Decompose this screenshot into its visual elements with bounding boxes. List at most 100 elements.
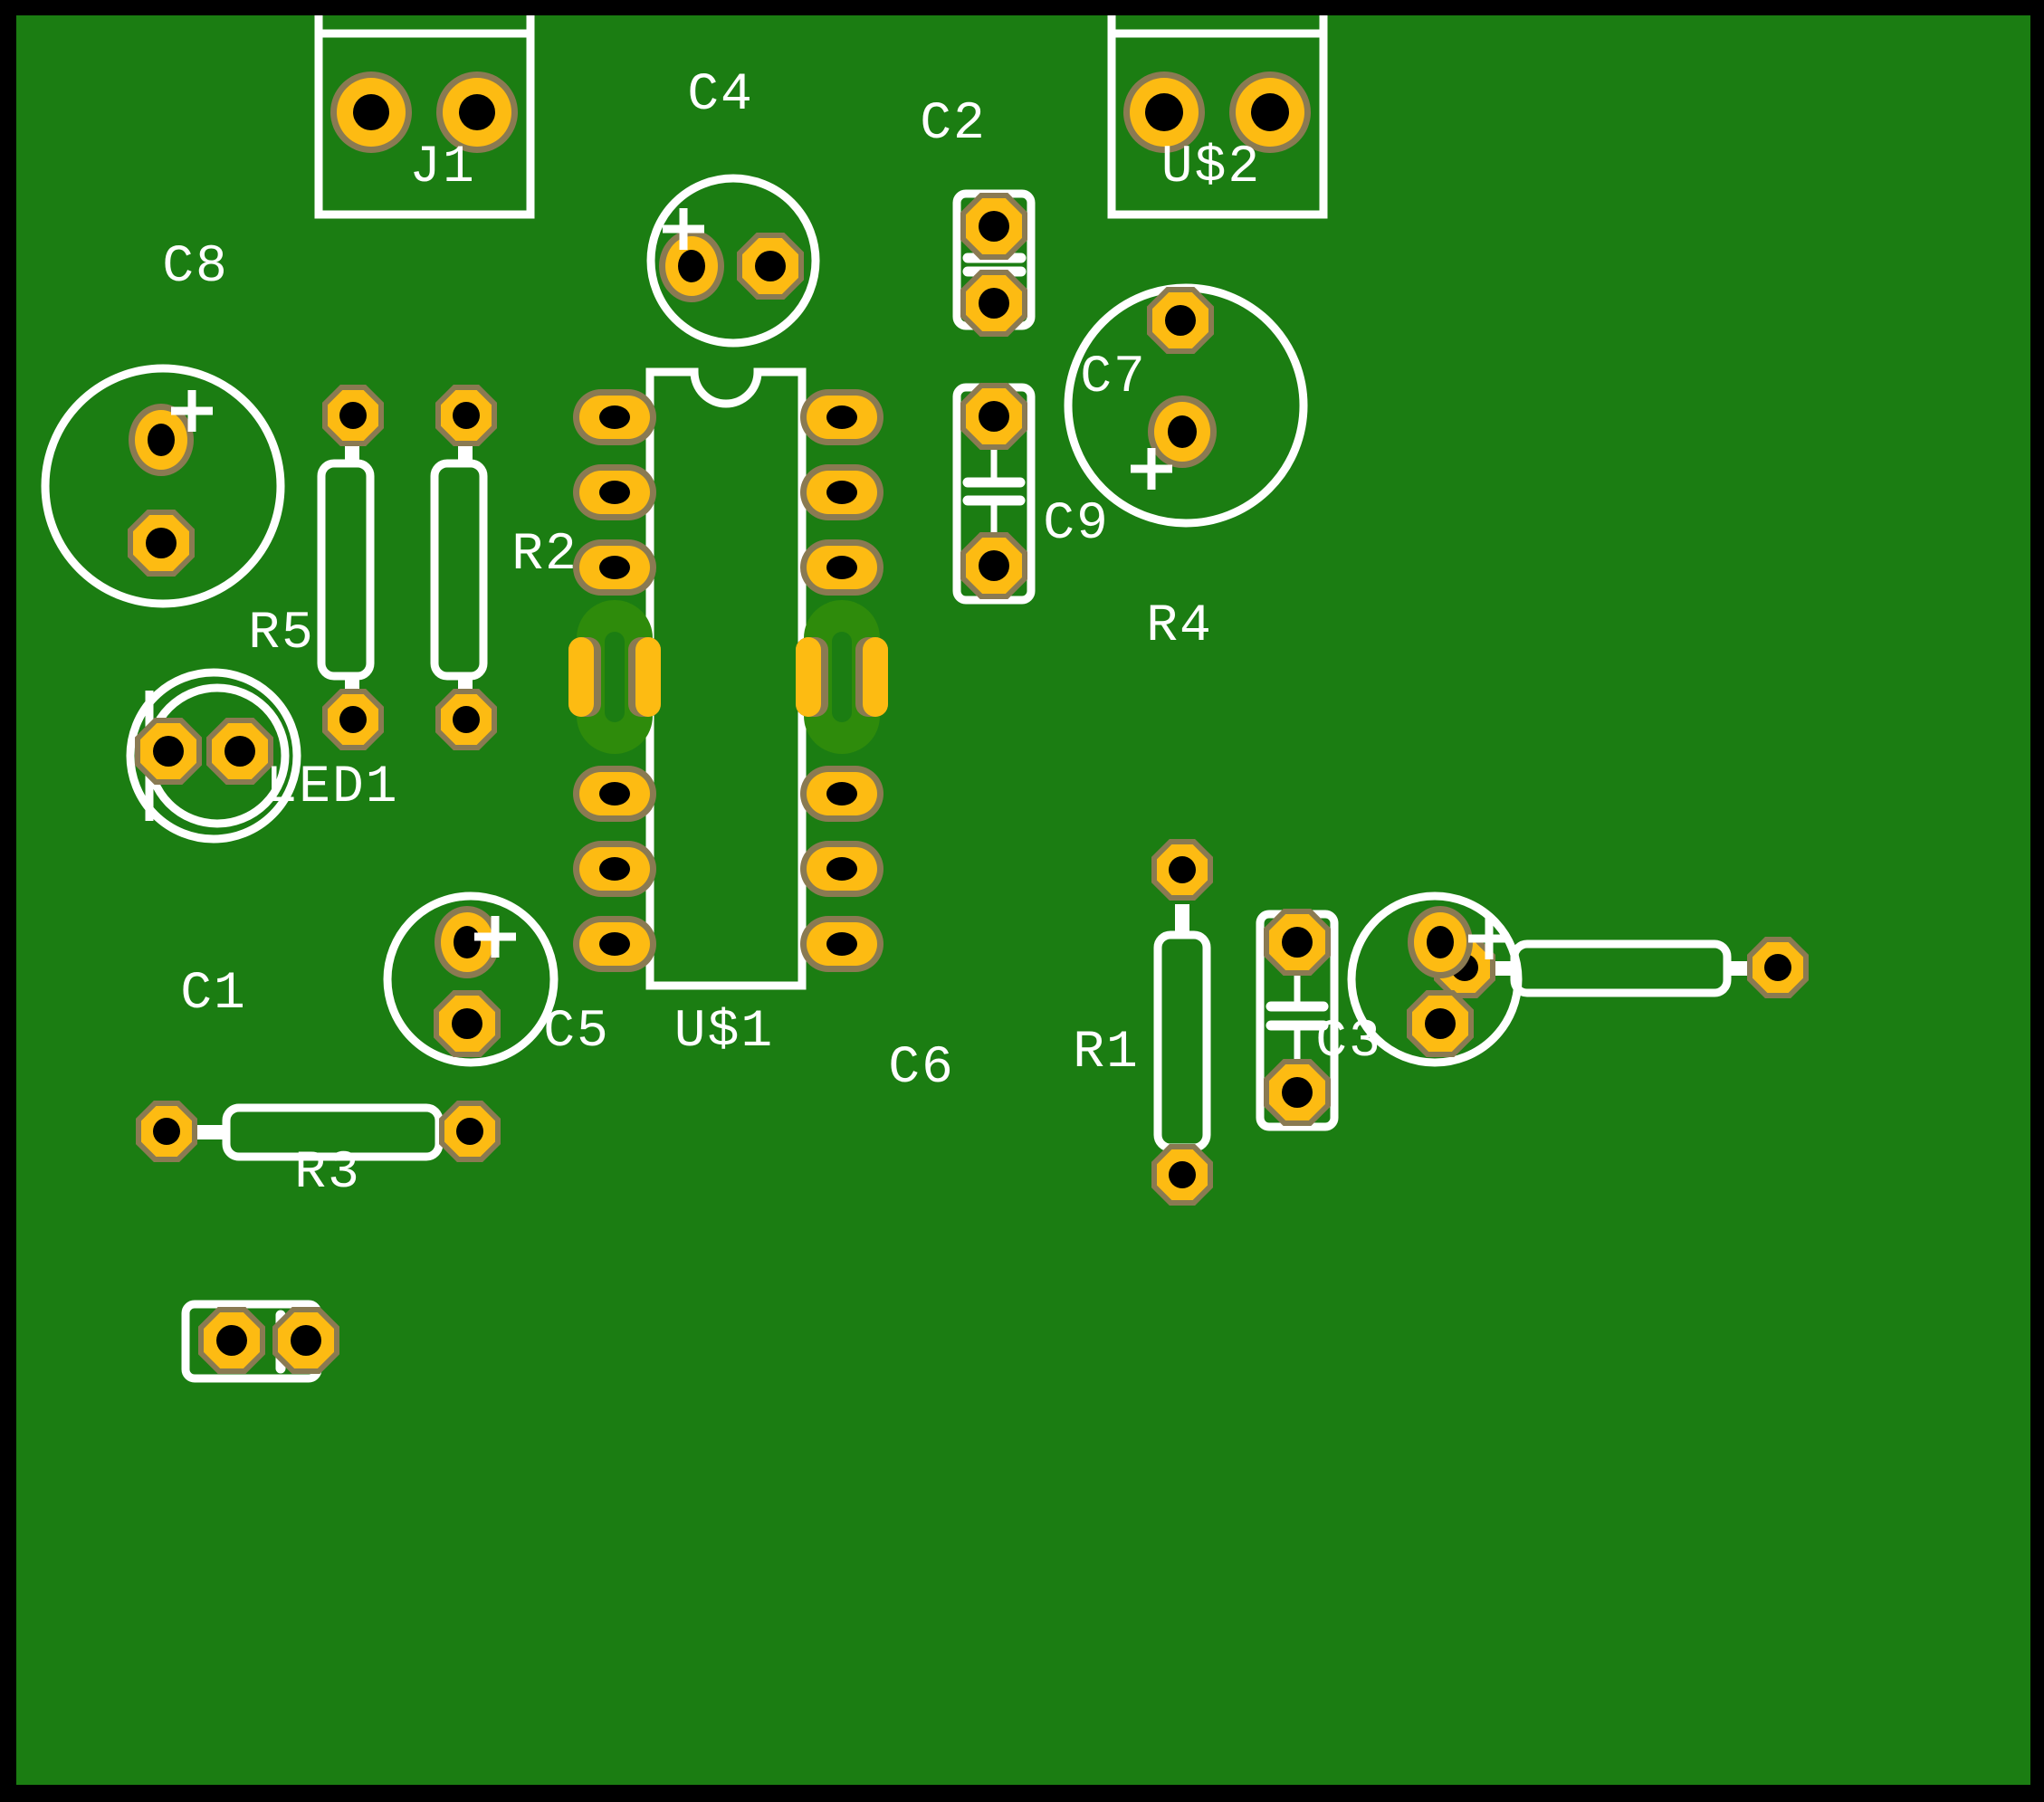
component-r4[interactable]: R4 bbox=[1146, 597, 1809, 998]
u1-pin-pad-drill bbox=[826, 932, 857, 956]
c9-pad-drill bbox=[979, 401, 1009, 432]
ref-label-u1: U$1 bbox=[674, 1003, 774, 1062]
u1-pin-pad-drill bbox=[826, 556, 857, 579]
component-c3[interactable]: C3 bbox=[1256, 909, 1382, 1131]
silk-body-r5 bbox=[317, 459, 375, 681]
j1-pad-drill bbox=[353, 94, 389, 130]
component-c2[interactable]: C2 bbox=[920, 95, 1036, 337]
silk-body-r4 bbox=[1510, 939, 1732, 997]
component-c5[interactable]: C5 bbox=[383, 891, 610, 1067]
component-r2[interactable]: R2 bbox=[430, 385, 578, 750]
u1-pin-pad-drill bbox=[599, 556, 630, 579]
component-j1[interactable]: J1 bbox=[314, 0, 535, 219]
silk-body-circle-led1 bbox=[126, 668, 301, 844]
u1-slot-pad-right[interactable] bbox=[863, 637, 888, 717]
component-r5[interactable]: R5 bbox=[248, 385, 384, 750]
u1-pin-pad-drill bbox=[826, 405, 857, 429]
component-u2[interactable]: U$2 bbox=[1107, 0, 1328, 219]
polarity-plus-marker-c5 bbox=[474, 916, 516, 958]
c9-pad-drill bbox=[979, 550, 1009, 581]
led1-pad-drill bbox=[224, 736, 255, 767]
r3-pad-drill bbox=[153, 1118, 180, 1145]
c8-pad-drill bbox=[148, 424, 175, 456]
component-c8[interactable]: C8 bbox=[41, 238, 285, 608]
component-c7[interactable]: C7 bbox=[1064, 283, 1308, 528]
j1-pad-drill bbox=[459, 94, 495, 130]
c4-pad-drill bbox=[678, 250, 705, 282]
u1-pin-pad-drill bbox=[599, 932, 630, 956]
u1-pin-pad-drill bbox=[599, 857, 630, 881]
u1-pin-pad-drill bbox=[826, 782, 857, 806]
component-led1[interactable]: LED1 bbox=[126, 668, 399, 844]
component-c6[interactable]: C6 bbox=[888, 891, 1523, 1098]
c1-pad-drill bbox=[216, 1325, 247, 1356]
r2-pad-drill bbox=[453, 706, 480, 733]
ref-label-j1: J1 bbox=[409, 138, 476, 197]
r4-pad-drill bbox=[1764, 954, 1791, 981]
silk-body-circle-c8 bbox=[41, 364, 285, 608]
u2-pad-drill bbox=[1145, 93, 1183, 131]
c6-pad-drill bbox=[1427, 926, 1454, 958]
silk-body-circle-c5 bbox=[383, 891, 559, 1067]
c7-pad-drill bbox=[1168, 415, 1197, 448]
u1-pin-pad-drill bbox=[826, 857, 857, 881]
ref-label-r1: R1 bbox=[1073, 1024, 1140, 1082]
component-c9[interactable]: C9 bbox=[952, 383, 1110, 605]
component-c4[interactable]: C4 bbox=[646, 66, 820, 348]
ref-label-c2: C2 bbox=[920, 95, 987, 154]
r2-pad-drill bbox=[453, 402, 480, 429]
c5-pad-drill bbox=[452, 1008, 482, 1039]
silk-outline-u2 bbox=[1107, 15, 1328, 219]
component-u1[interactable]: U$1 bbox=[568, 367, 888, 1062]
silk-body-r1 bbox=[1153, 930, 1211, 1152]
u2-pad-drill bbox=[1251, 93, 1289, 131]
c2-pad-drill bbox=[979, 288, 1009, 319]
ref-label-u2: U$2 bbox=[1161, 138, 1261, 197]
ref-label-c6: C6 bbox=[888, 1039, 955, 1098]
r5-pad-drill bbox=[339, 706, 367, 733]
ref-label-r5: R5 bbox=[248, 605, 315, 663]
polarity-plus-marker-c8 bbox=[171, 390, 213, 432]
r1-pad-drill bbox=[1169, 1161, 1196, 1188]
silk-body-circle-c6 bbox=[1347, 891, 1523, 1067]
component-c1[interactable]: C1 bbox=[180, 965, 339, 1383]
u1-pin-pad-drill bbox=[599, 782, 630, 806]
ref-label-r3: R3 bbox=[294, 1144, 361, 1203]
u1-pin-pad-drill bbox=[826, 481, 857, 504]
c2-pad-drill bbox=[979, 211, 1009, 242]
polarity-plus-marker-c7 bbox=[1131, 448, 1172, 490]
ref-label-led1: LED1 bbox=[265, 758, 398, 817]
r1-pad-drill bbox=[1169, 856, 1196, 883]
u1-slot-pad-right[interactable] bbox=[635, 637, 661, 717]
c3-pad-drill bbox=[1282, 927, 1313, 958]
ref-label-c3: C3 bbox=[1315, 1013, 1382, 1072]
ref-label-c9: C9 bbox=[1043, 495, 1110, 554]
board-substrate bbox=[16, 15, 2030, 1785]
ref-label-r4: R4 bbox=[1146, 597, 1213, 656]
led1-pad-drill bbox=[153, 736, 184, 767]
u1-slot-pad-left[interactable] bbox=[568, 637, 594, 717]
u1-pin-pad-drill bbox=[599, 405, 630, 429]
ref-label-c8: C8 bbox=[162, 238, 229, 297]
u1-pin-pad-drill bbox=[599, 481, 630, 504]
r5-pad-drill bbox=[339, 402, 367, 429]
ref-label-c7: C7 bbox=[1080, 348, 1147, 407]
component-r3[interactable]: R3 bbox=[136, 1101, 501, 1203]
silk-body-circle-c4 bbox=[646, 174, 820, 348]
r3-pad-drill bbox=[456, 1118, 483, 1145]
u1-slot-hole bbox=[605, 632, 625, 722]
polarity-plus-marker-c6 bbox=[1468, 918, 1510, 959]
polarity-plus-marker-c4 bbox=[663, 208, 704, 250]
silk-body-r2 bbox=[430, 459, 488, 681]
silk-outline-j1 bbox=[314, 15, 535, 219]
ref-label-r2: R2 bbox=[511, 526, 578, 585]
u1-slot-pad-left[interactable] bbox=[796, 637, 821, 717]
component-r1[interactable]: R1 bbox=[1073, 839, 1213, 1206]
ref-label-c5: C5 bbox=[543, 1003, 610, 1062]
u1-slot-hole bbox=[832, 632, 852, 722]
ref-label-c1: C1 bbox=[180, 965, 247, 1024]
c4-pad-drill bbox=[755, 251, 786, 281]
